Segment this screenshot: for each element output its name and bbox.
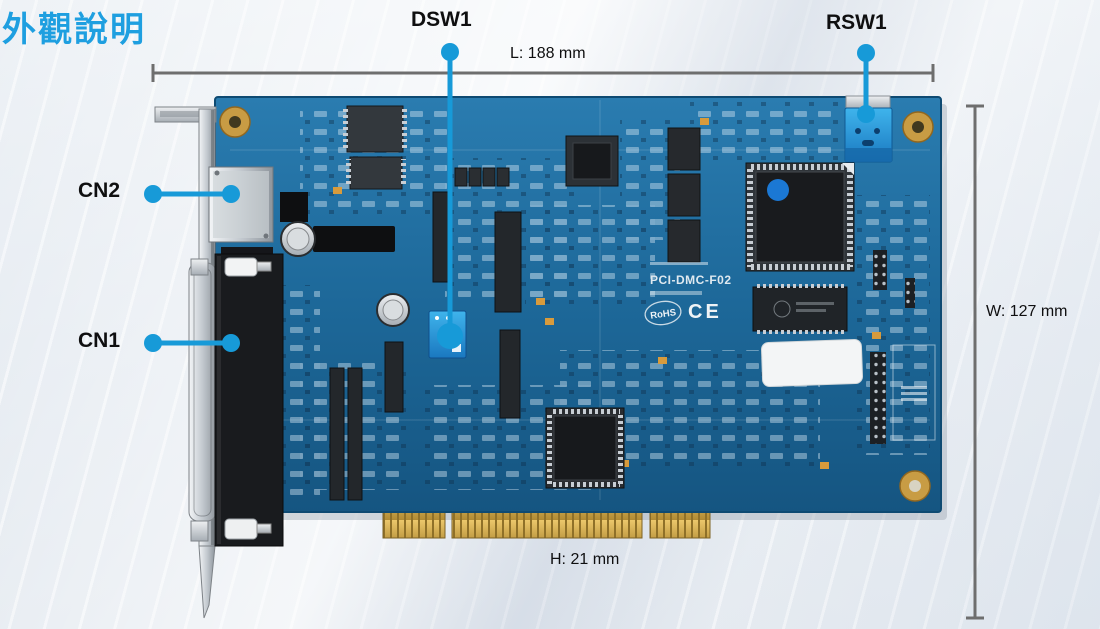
- dsp-chip: [545, 407, 625, 489]
- cn1-connector: [188, 253, 284, 547]
- callout-rsw1: [857, 44, 875, 123]
- fpga-chip: [745, 162, 855, 272]
- callout-cn1: [144, 334, 240, 352]
- capacitor: [280, 221, 410, 327]
- mounting-hole-bottom-right: [899, 470, 931, 502]
- small-soic-row: [454, 167, 510, 187]
- blue-dot: [767, 179, 789, 201]
- mounting-hole-top-left: [219, 106, 251, 138]
- page-title: 外觀說明: [2, 11, 146, 49]
- dimension-line-width: [966, 104, 984, 620]
- relay-stack: [667, 127, 701, 263]
- qfp-chip: [565, 135, 619, 187]
- pci-edge-fingers: [382, 511, 711, 539]
- label-sticker: [761, 339, 863, 387]
- svg-text:RoHS: RoHS: [650, 307, 677, 321]
- soic-chip: [343, 105, 407, 190]
- component-arrays: [329, 191, 522, 501]
- dim-length-label: L: 188 mm: [510, 45, 586, 62]
- label-cn2: CN2: [78, 179, 121, 202]
- label-cn1: CN1: [78, 329, 121, 352]
- silkscreen-marks: PCI-DMC-F02 RoHS CE: [644, 262, 732, 326]
- dim-width-label: W: 127 mm: [986, 303, 1068, 320]
- sram-chip: [752, 284, 848, 334]
- mounting-hole-top-right: [902, 111, 934, 143]
- callout-cn2: [144, 185, 240, 203]
- ce-mark: CE: [688, 301, 722, 323]
- label-dsw1: DSW1: [411, 8, 472, 31]
- pcb-board: PCI-DMC-F02 RoHS CE: [214, 95, 942, 513]
- right-edge-details: [870, 250, 936, 444]
- rohs-mark: RoHS: [644, 300, 682, 326]
- jackscrew: [190, 257, 272, 542]
- dim-height-label: H: 21 mm: [550, 551, 620, 568]
- dimension-line-length: [151, 64, 935, 82]
- callout-dsw1: [437, 43, 463, 349]
- black-component: [280, 192, 308, 222]
- model-silkscreen: PCI-DMC-F02: [650, 273, 732, 287]
- label-rsw1: RSW1: [826, 11, 887, 34]
- black-component: [313, 226, 395, 252]
